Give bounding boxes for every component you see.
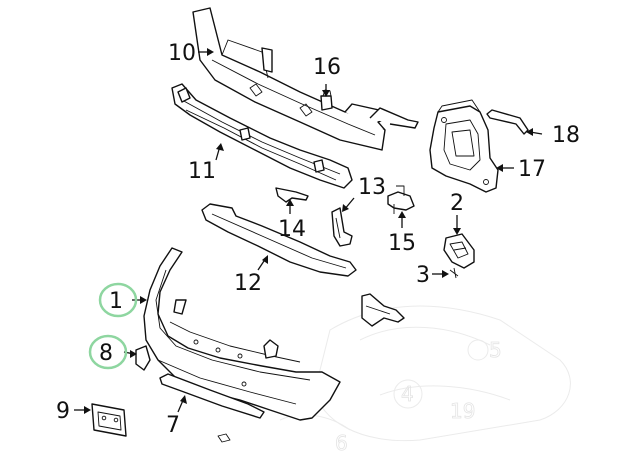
- callout-10: 10: [168, 41, 196, 66]
- watermark-label-4: 4: [401, 382, 414, 406]
- callout-16: 16: [313, 55, 341, 80]
- callout-14: 14: [278, 217, 306, 242]
- callout-12: 12: [234, 271, 262, 296]
- part-17-bracket: [429, 99, 499, 193]
- callout-9: 9: [56, 399, 70, 424]
- highlight-rings: [88, 282, 138, 370]
- part-13-bracket: [331, 207, 353, 247]
- part-10-upper-beam: [192, 7, 419, 151]
- callout-11: 11: [188, 159, 216, 184]
- callout-18: 18: [552, 123, 580, 148]
- callout-1: 1: [109, 289, 123, 314]
- part-14-bracket: [275, 187, 309, 203]
- part-1-bumper-cover: [143, 247, 405, 421]
- watermark-label-6: 6: [335, 431, 348, 455]
- callout-8: 8: [99, 341, 113, 366]
- callout-labels: 1 2 3 7 8 9 10 11 12 13 14 15 16 17 18: [56, 41, 580, 438]
- highlight-ring-1: [98, 282, 138, 318]
- part-7-trim-strip: [159, 373, 265, 419]
- part-9-plate-bracket: [91, 403, 127, 437]
- watermark-label-5: 5: [489, 338, 502, 362]
- part-8-cap: [135, 345, 151, 371]
- leader-lines: [74, 48, 543, 414]
- callout-2: 2: [450, 191, 464, 216]
- watermark-label-19: 19: [450, 399, 475, 423]
- part-12-lower-beam: [201, 203, 357, 277]
- faded-background-drawing: 5 4 19 6: [279, 305, 571, 455]
- watermark-circle-4: [393, 379, 423, 409]
- callout-17: 17: [518, 157, 546, 182]
- part-6-fragment: [217, 433, 231, 443]
- callout-13: 13: [358, 175, 386, 200]
- callout-3: 3: [416, 263, 430, 288]
- part-2-mount: [443, 233, 475, 269]
- callout-15: 15: [388, 231, 416, 256]
- part-11-reinforcement: [171, 83, 353, 189]
- part-3-screw: [449, 267, 459, 279]
- part-15-clip: [387, 185, 415, 214]
- callout-7: 7: [166, 413, 180, 438]
- highlight-ring-8: [88, 334, 128, 370]
- part-18-strip: [486, 109, 529, 135]
